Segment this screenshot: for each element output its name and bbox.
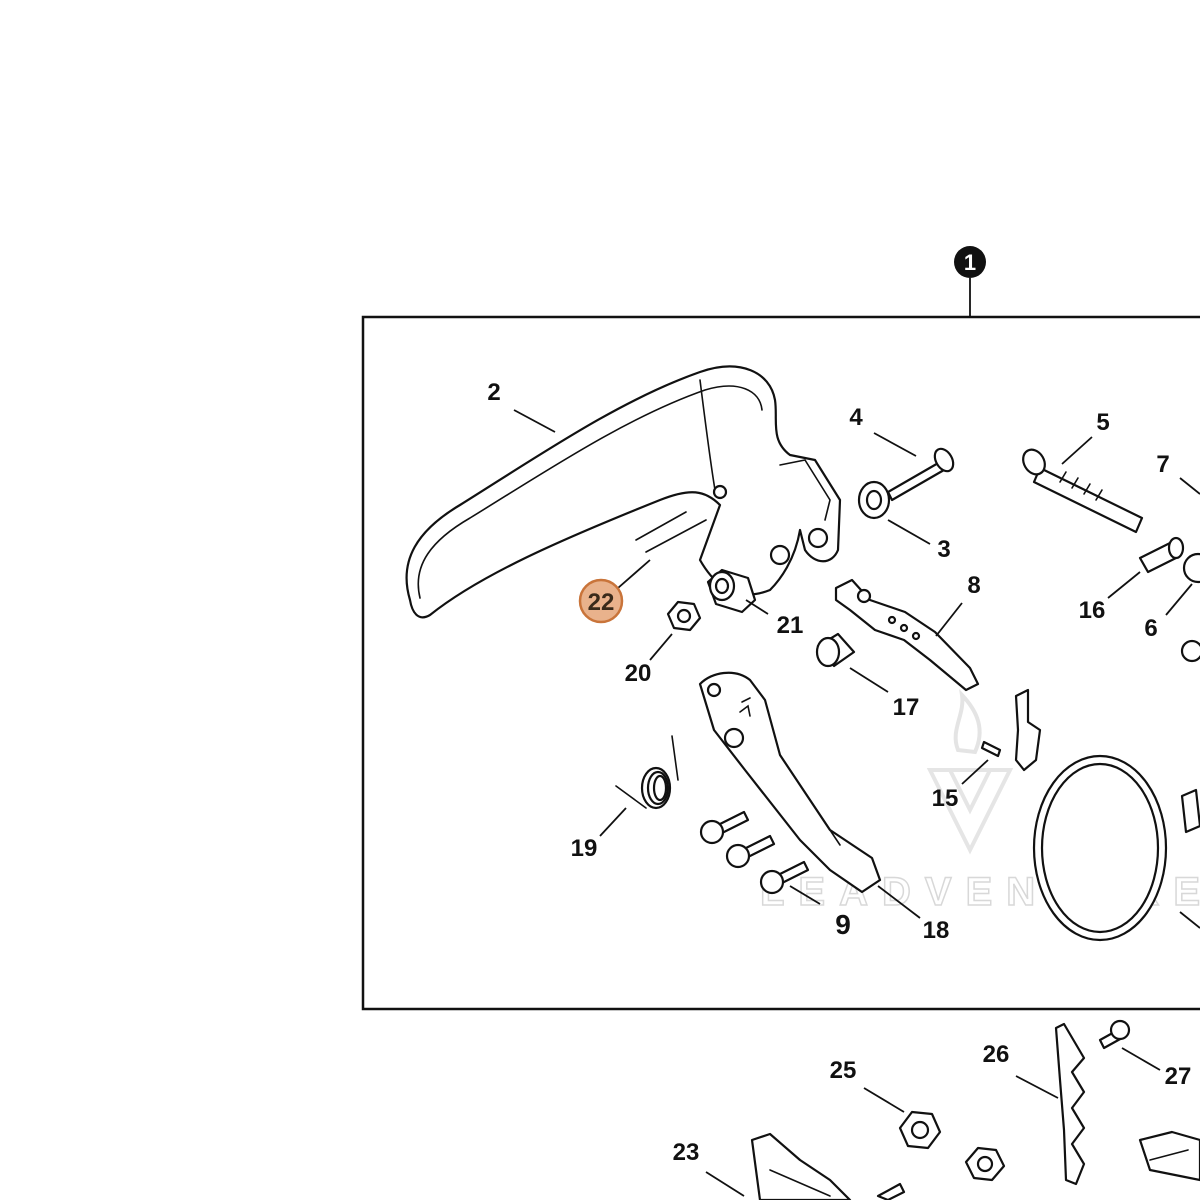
watermark-logo — [926, 688, 1014, 855]
spacer-part-17[interactable] — [815, 632, 856, 668]
callout-8[interactable]: 6 — [1144, 615, 1157, 642]
callout-9[interactable]: 9 — [835, 909, 851, 940]
screw-part-bottom — [876, 1182, 906, 1200]
screw-part-27[interactable] — [1098, 1019, 1131, 1050]
chain-cover-part-23[interactable] — [750, 1132, 852, 1200]
screw-edge-part — [1180, 639, 1200, 663]
assembly-marker-number: 1 — [964, 250, 976, 275]
sleeve-part-21[interactable] — [706, 568, 757, 614]
bracket-part-18[interactable] — [698, 671, 882, 894]
callout-5[interactable]: 5 — [1096, 409, 1109, 436]
nut-part-20[interactable] — [666, 600, 702, 632]
screws-part-9[interactable] — [699, 810, 810, 895]
callout-17[interactable]: 17 — [893, 694, 920, 721]
assembly-frame — [361, 315, 1200, 1011]
lever-part-16[interactable] — [834, 578, 980, 692]
brake-band-part[interactable] — [1014, 688, 1200, 942]
callout-26[interactable]: 26 — [983, 1041, 1010, 1068]
callout-21[interactable]: 21 — [777, 612, 804, 639]
callout-15[interactable]: 15 — [932, 785, 959, 812]
callout-27[interactable]: 27 — [1165, 1063, 1192, 1090]
callout-4[interactable]: 4 — [849, 404, 863, 431]
nut-part-bottom — [964, 1146, 1006, 1182]
callout-2[interactable]: 2 — [487, 379, 500, 406]
spring-part-19[interactable] — [615, 735, 679, 810]
assembly-marker[interactable]: 1 — [954, 246, 986, 278]
callout-20[interactable]: 20 — [625, 660, 652, 687]
nut-part-25[interactable] — [898, 1110, 942, 1150]
screw-part-4[interactable] — [886, 446, 957, 502]
bolt-part-5[interactable] — [1019, 446, 1144, 534]
highlighted-callout[interactable]: 22 — [578, 578, 624, 624]
pin-part-15[interactable] — [980, 740, 1002, 758]
callout-23[interactable]: 23 — [673, 1139, 700, 1166]
callout-7[interactable]: 7 — [1156, 451, 1169, 478]
gear-part-8[interactable] — [1182, 552, 1200, 584]
bracket-part-bottom-right — [1138, 1130, 1200, 1182]
callout-6[interactable]: 16 — [1079, 597, 1106, 624]
pins-part[interactable] — [635, 511, 707, 553]
highlighted-callout-number: 22 — [588, 589, 615, 616]
pin-part-6[interactable] — [1138, 536, 1185, 574]
sleeve-part-3[interactable] — [857, 480, 891, 520]
callout-18[interactable]: 18 — [923, 917, 950, 944]
callout-25[interactable]: 25 — [830, 1057, 857, 1084]
callout-3[interactable]: 3 — [937, 536, 950, 563]
callout-19[interactable]: 19 — [571, 835, 598, 862]
bumper-part-26[interactable] — [1054, 1022, 1086, 1186]
hand-guard-part[interactable] — [405, 365, 842, 619]
callout-16[interactable]: 8 — [967, 572, 980, 599]
